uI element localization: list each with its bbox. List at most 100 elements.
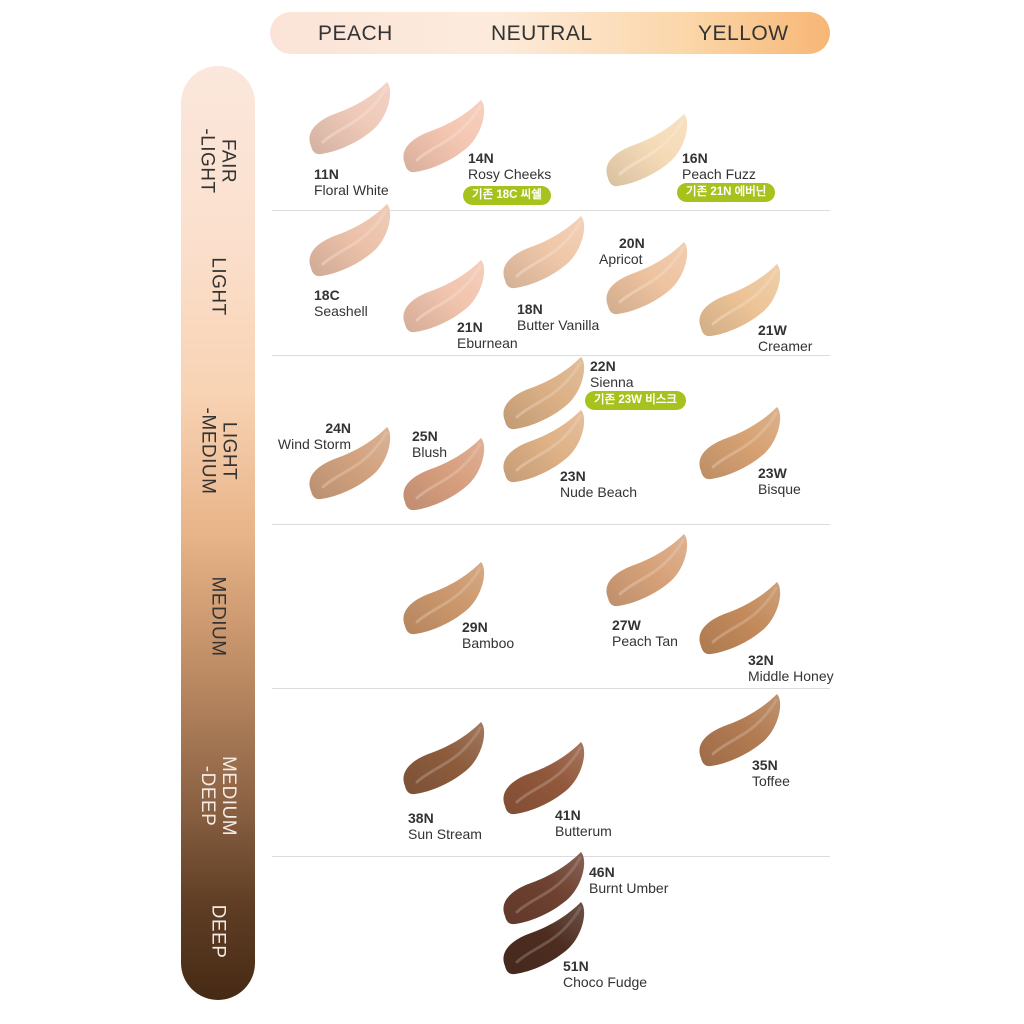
swatch-11n [303, 80, 393, 160]
swatch-27w [600, 532, 690, 612]
shade-name: Burnt Umber [589, 880, 669, 896]
depth-light: LIGHT [207, 256, 229, 316]
foundation-smear [309, 204, 391, 277]
shade-name: Blush [412, 444, 448, 460]
smear-highlight [415, 264, 482, 322]
shade-name: Toffee [752, 773, 790, 789]
smear-highlight [415, 104, 482, 162]
shade-code: 51N [563, 958, 589, 974]
depth-medium: MEDIUM [207, 575, 229, 657]
shade-code: 21W [758, 322, 787, 338]
depth-fair-light: FAIR -LIGHT [197, 128, 239, 194]
shade-name: Bamboo [462, 635, 515, 651]
smear-highlight [618, 246, 685, 304]
shade-code: 24N [325, 420, 351, 436]
swatch-21w [693, 262, 783, 342]
row-divider [272, 688, 830, 689]
foundation-smear [606, 114, 688, 187]
legacy-badge-16n: 기존 21N 에버닌 [677, 183, 776, 202]
smear-highlight [515, 414, 582, 472]
shade-code: 20N [619, 235, 645, 251]
shade-name: Apricot [599, 251, 643, 267]
undertone-scale: PEACH NEUTRAL YELLOW [270, 12, 830, 54]
depth-deep: DEEP [207, 904, 229, 958]
depth-medium-deep: MEDIUM -DEEP [197, 755, 239, 837]
swatch-46n [497, 850, 587, 930]
swatch-23n [497, 408, 587, 488]
shade-name: Peach Tan [612, 633, 678, 649]
shade-code: 46N [589, 864, 615, 880]
smear-highlight [515, 906, 582, 964]
foundation-smear [606, 534, 688, 607]
shade-code: 41N [555, 807, 581, 823]
shade-name: Nude Beach [560, 484, 638, 500]
smear-highlight [711, 586, 778, 644]
row-divider [272, 524, 830, 525]
shade-code: 22N [590, 358, 616, 374]
depth-light-medium: LIGHT -MEDIUM [197, 407, 240, 495]
smear-highlight [711, 411, 778, 469]
row-divider [272, 210, 830, 211]
shade-code: 32N [748, 652, 774, 668]
undertone-yellow: YELLOW [698, 22, 789, 45]
legacy-badge-22n: 기존 23W 비스크 [585, 391, 686, 410]
smear-highlight [515, 856, 582, 914]
shade-name: Middle Honey [748, 668, 834, 684]
swatch-18n [497, 214, 587, 294]
shade-name: Bisque [758, 481, 801, 497]
foundation-smear [699, 694, 781, 767]
undertone-peach: PEACH [318, 22, 393, 45]
shade-name: Sun Stream [408, 826, 482, 842]
shade-code: 21N [457, 319, 483, 335]
smear-highlight [321, 431, 388, 489]
shade-code: 18N [517, 301, 543, 317]
swatch-21n [397, 258, 487, 338]
swatch-32n [693, 580, 783, 660]
foundation-smear [503, 216, 585, 289]
foundation-smear [403, 722, 485, 795]
smear-highlight [618, 538, 685, 596]
shade-name: Butter Vanilla [517, 317, 600, 333]
undertone-neutral: NEUTRAL [491, 22, 593, 45]
swatch-14n [397, 98, 487, 178]
shade-name: Seashell [314, 303, 368, 319]
smear-highlight [415, 566, 482, 624]
shade-code: 25N [412, 428, 438, 444]
swatch-29n [397, 560, 487, 640]
shade-code: 16N [682, 150, 708, 166]
foundation-smear [699, 582, 781, 655]
shade-code: 27W [612, 617, 641, 633]
swatch-51n [497, 900, 587, 980]
shade-code: 23N [560, 468, 586, 484]
swatch-22n [497, 355, 587, 435]
row-divider [272, 856, 830, 857]
swatch-16n [600, 112, 690, 192]
shade-code: 14N [468, 150, 494, 166]
smear-highlight [415, 726, 482, 784]
smear-highlight [618, 118, 685, 176]
shade-code: 18C [314, 287, 340, 303]
row-divider [272, 355, 830, 356]
swatch-24n [303, 425, 393, 505]
swatch-38n [397, 720, 487, 800]
swatch-20n [600, 240, 690, 320]
shade-name: Butterum [555, 823, 612, 839]
smear-highlight [321, 208, 388, 266]
foundation-smear [503, 742, 585, 815]
shade-code: 11N [314, 166, 339, 182]
shade-code: 29N [462, 619, 488, 635]
swatch-41n [497, 740, 587, 820]
